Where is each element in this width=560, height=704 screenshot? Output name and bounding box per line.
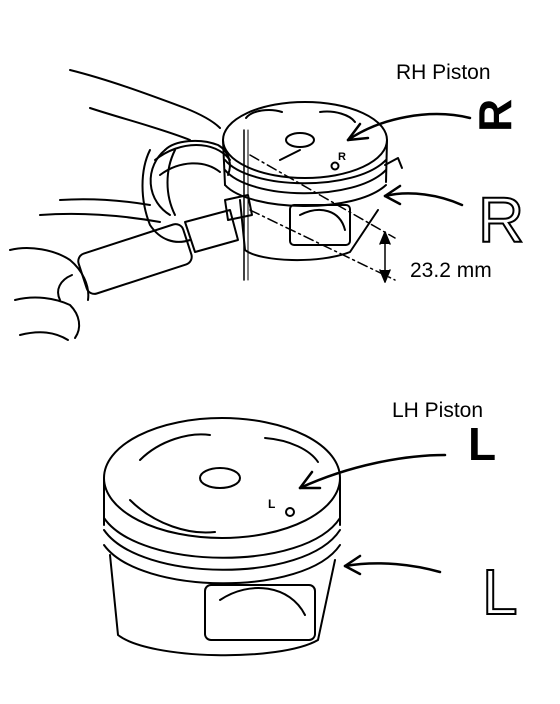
rh-top-mark: R — [338, 151, 346, 163]
rh-top-arrow — [346, 112, 472, 142]
micrometer — [57, 144, 253, 301]
rh-side-arrow — [383, 184, 464, 207]
lh-piston-label: LH Piston — [392, 399, 484, 422]
lower-hand-drawing — [9, 247, 90, 341]
lh-side-arrow — [343, 554, 442, 576]
rh-piston-label: RH Piston — [396, 61, 491, 84]
upper-hand-drawing — [39, 69, 231, 243]
rh-top-mark-large: R — [469, 99, 521, 132]
dimension-label: 23.2 mm — [410, 259, 492, 282]
dimension-marker — [249, 154, 396, 283]
lh-top-mark: L — [268, 497, 275, 511]
rh-piston — [222, 101, 403, 262]
lh-piston — [103, 417, 341, 657]
rh-side-mark-large: R — [478, 184, 524, 256]
lh-side-mark-large: L — [482, 556, 518, 628]
lh-top-mark-large: L — [468, 418, 496, 470]
lh-top-arrow — [298, 453, 447, 490]
